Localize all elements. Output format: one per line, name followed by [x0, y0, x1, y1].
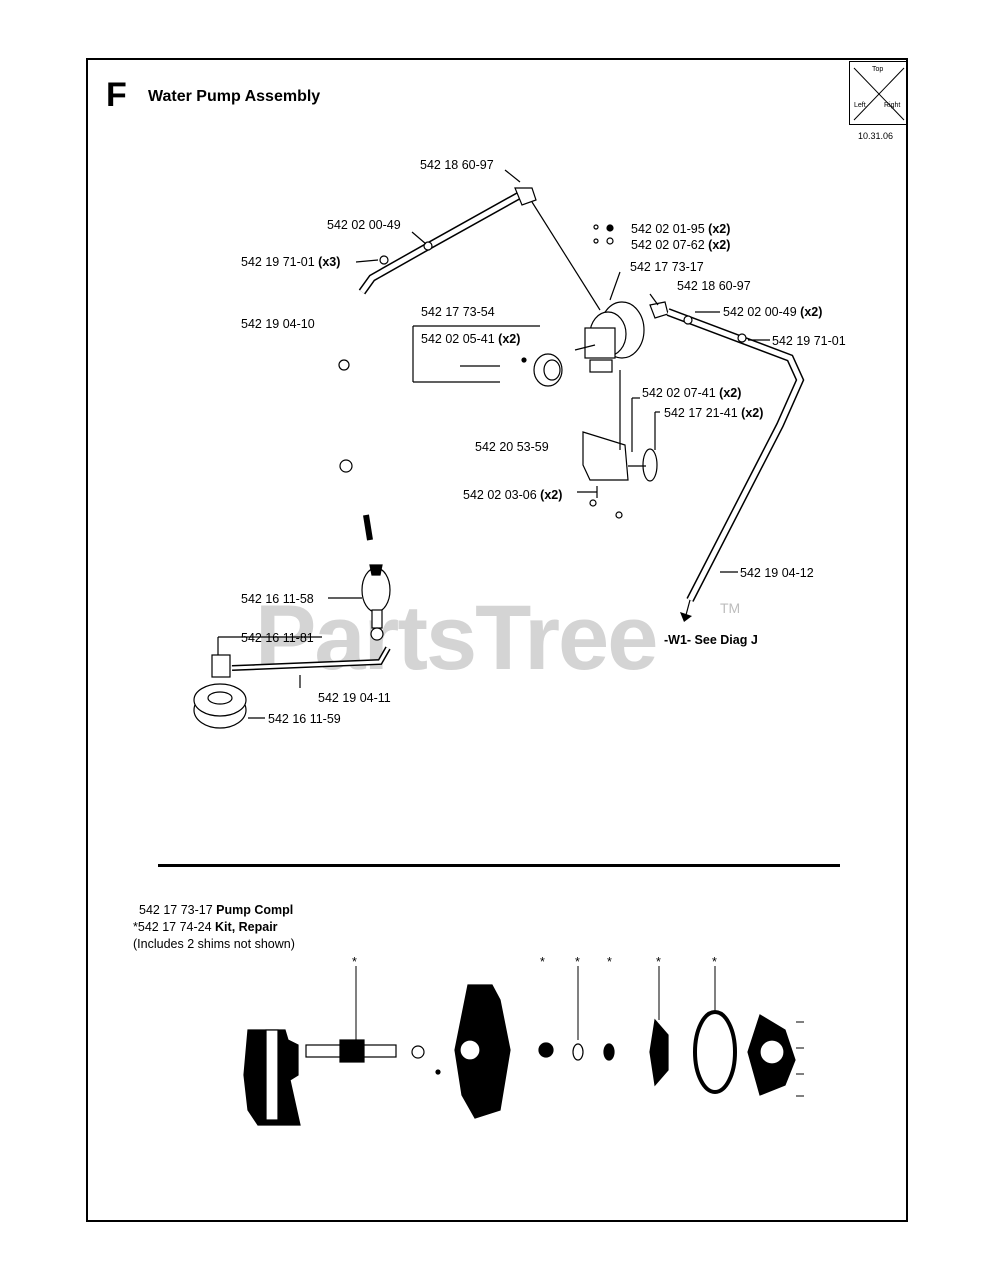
label-drive-pulley: 542 16 11-59 — [268, 712, 341, 726]
page-frame — [86, 58, 908, 1222]
watermark: PartsTree — [255, 587, 658, 689]
orientation-left: Left — [854, 102, 866, 109]
label-bolt: 542 02 07-41 (x2) — [642, 386, 742, 400]
watermark-tm: TM — [720, 600, 741, 616]
drive-pulley — [193, 683, 247, 729]
pump-bracket — [582, 431, 629, 481]
kit-marker: * — [656, 955, 661, 969]
label-screw-a: 542 02 01-95 (x2) — [631, 222, 731, 236]
label-primer-bulb: 542 16 11-58 — [241, 592, 314, 606]
orientation-top: Top — [872, 66, 884, 73]
label-filter: 542 16 11-81 — [241, 631, 314, 645]
elbow-fitting-top — [514, 187, 537, 206]
kit-marker: * — [607, 955, 612, 969]
kit-marker: * — [712, 955, 717, 969]
orientation-box: Top Left Right — [849, 61, 907, 125]
section-divider — [158, 864, 840, 867]
label-bracket: 542 20 53-59 — [475, 440, 549, 454]
label-clamp-far-right: 542 19 71-01 — [772, 334, 846, 348]
label-pulley-screw: 542 02 05-41 (x2) — [421, 332, 521, 346]
label-clamp-right: 542 02 00-49 (x2) — [723, 305, 823, 319]
clamp-left-1 — [338, 359, 350, 371]
label-pump: 542 17 73-17 — [630, 260, 704, 274]
kit-marker: * — [352, 955, 357, 969]
repair-kit-line: *542 17 74-24 Kit, Repair — [133, 920, 278, 934]
tensioner-bolt — [642, 448, 658, 482]
label-hose-left: 542 19 04-10 — [241, 317, 315, 331]
label-clamp-small: 542 19 71-01 (x3) — [241, 255, 341, 269]
water-pump-body — [574, 301, 645, 373]
kit-marker: * — [575, 955, 580, 969]
clamp-small — [379, 255, 389, 265]
label-elbow-right: 542 18 60-97 — [677, 279, 751, 293]
page-title: Water Pump Assembly — [148, 88, 321, 105]
kit-note: (Includes 2 shims not shown) — [133, 937, 295, 951]
kit-marker: * — [540, 955, 545, 969]
label-hose-bottom: 542 19 04-11 — [318, 691, 391, 705]
label-screw-b: 542 02 07-62 (x2) — [631, 238, 731, 252]
label-see-diag-j: -W1- See Diag J — [664, 633, 758, 647]
label-hose-right: 542 19 04-12 — [740, 566, 814, 580]
pump-compl-line: 542 17 73-17 Pump Compl — [139, 903, 294, 917]
orientation-cross-icon — [853, 67, 905, 121]
orientation-right: Right — [884, 102, 901, 109]
label-nut: 542 02 03-06 (x2) — [463, 488, 563, 502]
filter-fitting — [211, 654, 231, 678]
exploded-pump-view — [243, 966, 804, 1126]
label-pulley: 542 17 73-54 — [421, 305, 495, 319]
label-clamp-top: 542 02 00-49 — [327, 218, 401, 232]
label-tensioner: 542 17 21-41 (x2) — [664, 406, 764, 420]
date-code: 10.31.06 — [858, 131, 894, 141]
section-letter: F — [106, 76, 127, 114]
elbow-fitting-right — [649, 301, 669, 319]
clamp-left-2 — [339, 459, 353, 473]
label-elbow-top: 542 18 60-97 — [420, 158, 494, 172]
